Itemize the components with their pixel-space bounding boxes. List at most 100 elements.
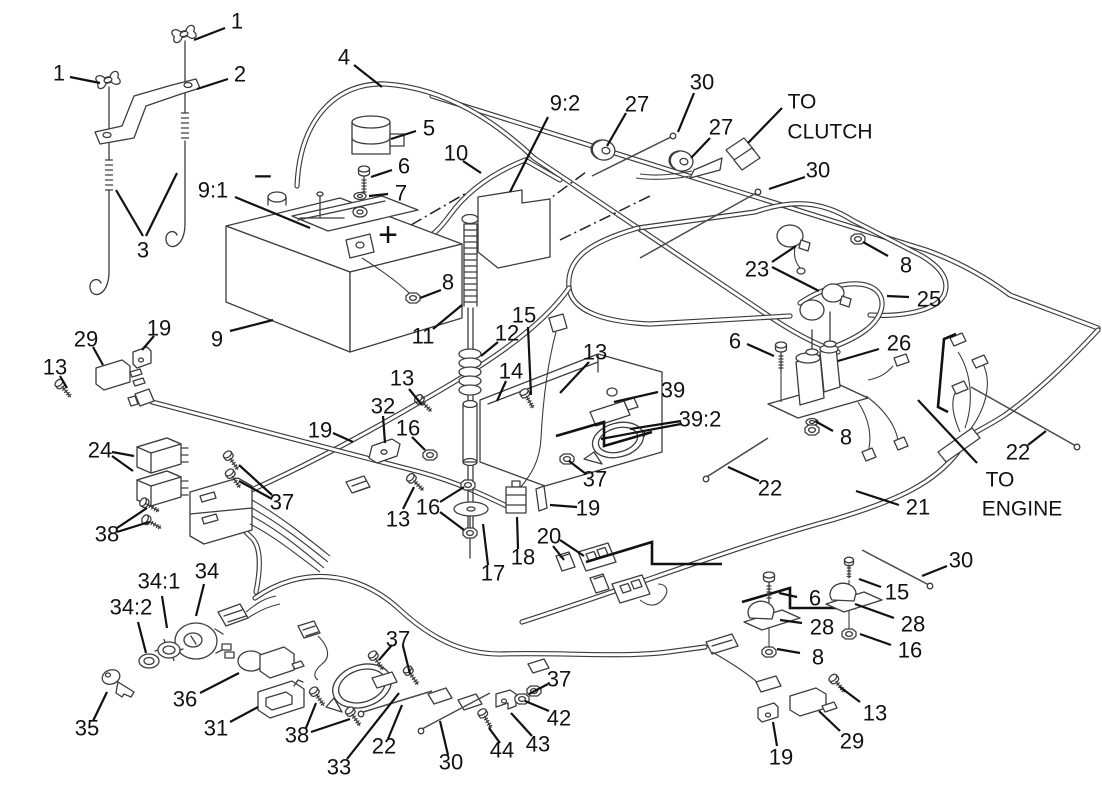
leader-line	[690, 137, 711, 159]
leader-line	[196, 77, 229, 91]
callout-label-30: 30	[690, 70, 714, 95]
leader-line	[116, 507, 148, 529]
leader-line	[370, 168, 393, 179]
callout-label-28: 28	[901, 612, 925, 637]
leader-line	[549, 503, 578, 509]
spacer-plate	[535, 485, 548, 512]
leader-line	[480, 341, 499, 357]
callout-label-19: 19	[769, 745, 793, 770]
callout-label-26: 26	[887, 331, 911, 356]
callout-label-2: 2	[234, 62, 246, 87]
key-switch-connector	[217, 603, 249, 627]
boot	[821, 283, 845, 303]
interlock-switch	[95, 359, 131, 391]
leader-line	[606, 112, 627, 147]
leader-line	[332, 431, 354, 444]
callout-label-37: 37	[547, 667, 571, 692]
boot	[799, 299, 825, 321]
leader-line	[676, 92, 696, 133]
callout-label-25: 25	[917, 287, 941, 312]
callout-label-34:2: 34:2	[110, 595, 153, 620]
callout-label-15: 15	[512, 303, 536, 328]
leader-line	[111, 455, 134, 472]
callout-label-39: 39	[661, 378, 685, 403]
rubber-boot	[548, 313, 568, 333]
callout-label-37: 37	[270, 490, 294, 515]
callout-label-6: 6	[729, 329, 741, 354]
leader-line	[778, 591, 798, 599]
leader-line	[419, 288, 442, 300]
connector-blocks	[427, 658, 550, 711]
bracket-32-group	[345, 438, 401, 494]
leader-line	[402, 486, 415, 510]
callout-label-10: 10	[444, 141, 468, 166]
leader-line	[310, 717, 351, 734]
leader-line	[353, 64, 383, 88]
leader-line	[568, 460, 587, 475]
callout-label-13: 13	[583, 340, 607, 365]
cable-tie	[861, 549, 930, 586]
callout-label-30: 30	[439, 750, 463, 775]
leader-line	[432, 304, 463, 330]
leader-line	[859, 632, 892, 647]
callout-label-6: 6	[398, 154, 410, 179]
leader-line	[238, 464, 273, 496]
positive-terminal-clamp	[345, 233, 375, 259]
leader-line	[193, 26, 226, 42]
callout-label-22: 22	[372, 734, 396, 759]
callout-label-−: −	[254, 158, 273, 194]
leader-line	[509, 116, 549, 193]
leader-line	[194, 583, 206, 617]
leader-line	[386, 704, 404, 740]
leader-line	[346, 692, 400, 760]
callout-label-8: 8	[900, 253, 912, 278]
leader-line	[69, 75, 101, 85]
leader-line	[439, 486, 465, 503]
leader-line	[528, 683, 549, 695]
leader-line	[771, 266, 820, 292]
clutch-connector	[635, 137, 761, 180]
ignition-nut	[157, 641, 181, 659]
leader-line	[510, 712, 533, 737]
callout-label-ENGINE: ENGINE	[982, 497, 1063, 520]
callout-label-23: 23	[745, 257, 769, 282]
callout-label-18: 18	[511, 545, 535, 570]
leader-line	[199, 672, 240, 694]
callout-label-9: 9	[211, 327, 223, 352]
callout-label-20: 20	[537, 524, 561, 549]
callout-label-17: 17	[481, 561, 505, 586]
callout-label-16: 16	[898, 638, 922, 663]
leader-line	[488, 727, 501, 744]
callout-label-35: 35	[75, 716, 99, 741]
callout-label-19: 19	[576, 496, 600, 521]
connector	[371, 671, 398, 689]
callout-label-3: 3	[137, 238, 149, 263]
leader-line	[141, 335, 155, 351]
leader-line	[381, 415, 387, 444]
callout-label-16: 16	[396, 416, 420, 441]
solenoid-group	[767, 224, 910, 462]
grommets-and-ties	[588, 132, 762, 259]
leader-line	[921, 564, 948, 578]
leader-line	[776, 647, 801, 655]
callout-label-34:1: 34:1	[138, 569, 181, 594]
boot	[776, 224, 804, 248]
callout-label-9:2: 9:2	[550, 91, 581, 116]
leader-line	[600, 422, 682, 441]
callout-label-37: 37	[583, 467, 607, 492]
leader-line	[378, 644, 393, 661]
callout-label-13: 13	[390, 366, 414, 391]
clamp-group	[555, 420, 883, 658]
callout-label-12: 12	[495, 321, 519, 346]
leader-line	[526, 326, 533, 396]
leader-line	[855, 489, 900, 507]
leader-line	[559, 539, 585, 557]
group-bracket	[936, 332, 957, 414]
leader-line	[229, 706, 259, 723]
middle-ties	[702, 437, 934, 590]
leader-line	[411, 436, 426, 451]
leader-line	[818, 710, 841, 732]
callout-label-36: 36	[173, 687, 197, 712]
callout-label-34: 34	[195, 559, 219, 584]
